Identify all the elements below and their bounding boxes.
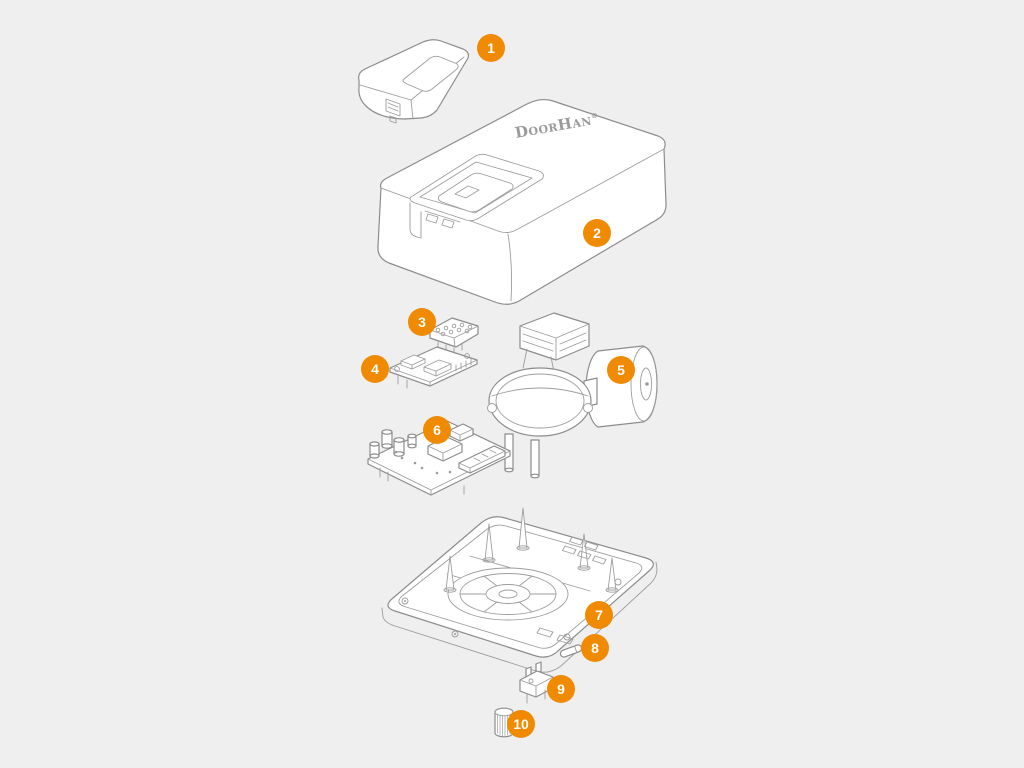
callout-number: 9 bbox=[557, 681, 565, 697]
callout-number: 1 bbox=[487, 40, 495, 56]
callout-number: 3 bbox=[418, 314, 426, 330]
callout-number: 10 bbox=[513, 716, 529, 732]
callout-5: 5 bbox=[607, 356, 635, 384]
callout-3: 3 bbox=[408, 308, 436, 336]
part-limit-switch bbox=[519, 661, 554, 704]
callout-4: 4 bbox=[361, 355, 389, 383]
callout-6: 6 bbox=[423, 416, 451, 444]
callout-2: 2 bbox=[583, 219, 611, 247]
callout-9: 9 bbox=[547, 675, 575, 703]
callout-number: 4 bbox=[371, 361, 379, 377]
callout-1: 1 bbox=[477, 34, 505, 62]
callout-number: 8 bbox=[591, 640, 599, 656]
callout-7: 7 bbox=[585, 601, 613, 629]
part-receiver-board bbox=[389, 346, 478, 389]
part-terminal-block bbox=[429, 317, 479, 355]
part-housing-cover: DoorHan® bbox=[377, 98, 667, 305]
callout-number: 6 bbox=[433, 422, 441, 438]
callout-number: 5 bbox=[617, 362, 625, 378]
part-lamp-cover bbox=[358, 39, 470, 124]
part-motor-gearbox bbox=[487, 312, 658, 479]
callout-8: 8 bbox=[581, 634, 609, 662]
callout-10: 10 bbox=[507, 710, 535, 738]
part-base-chassis bbox=[381, 507, 658, 673]
callout-number: 2 bbox=[593, 225, 601, 241]
callout-number: 7 bbox=[595, 607, 603, 623]
